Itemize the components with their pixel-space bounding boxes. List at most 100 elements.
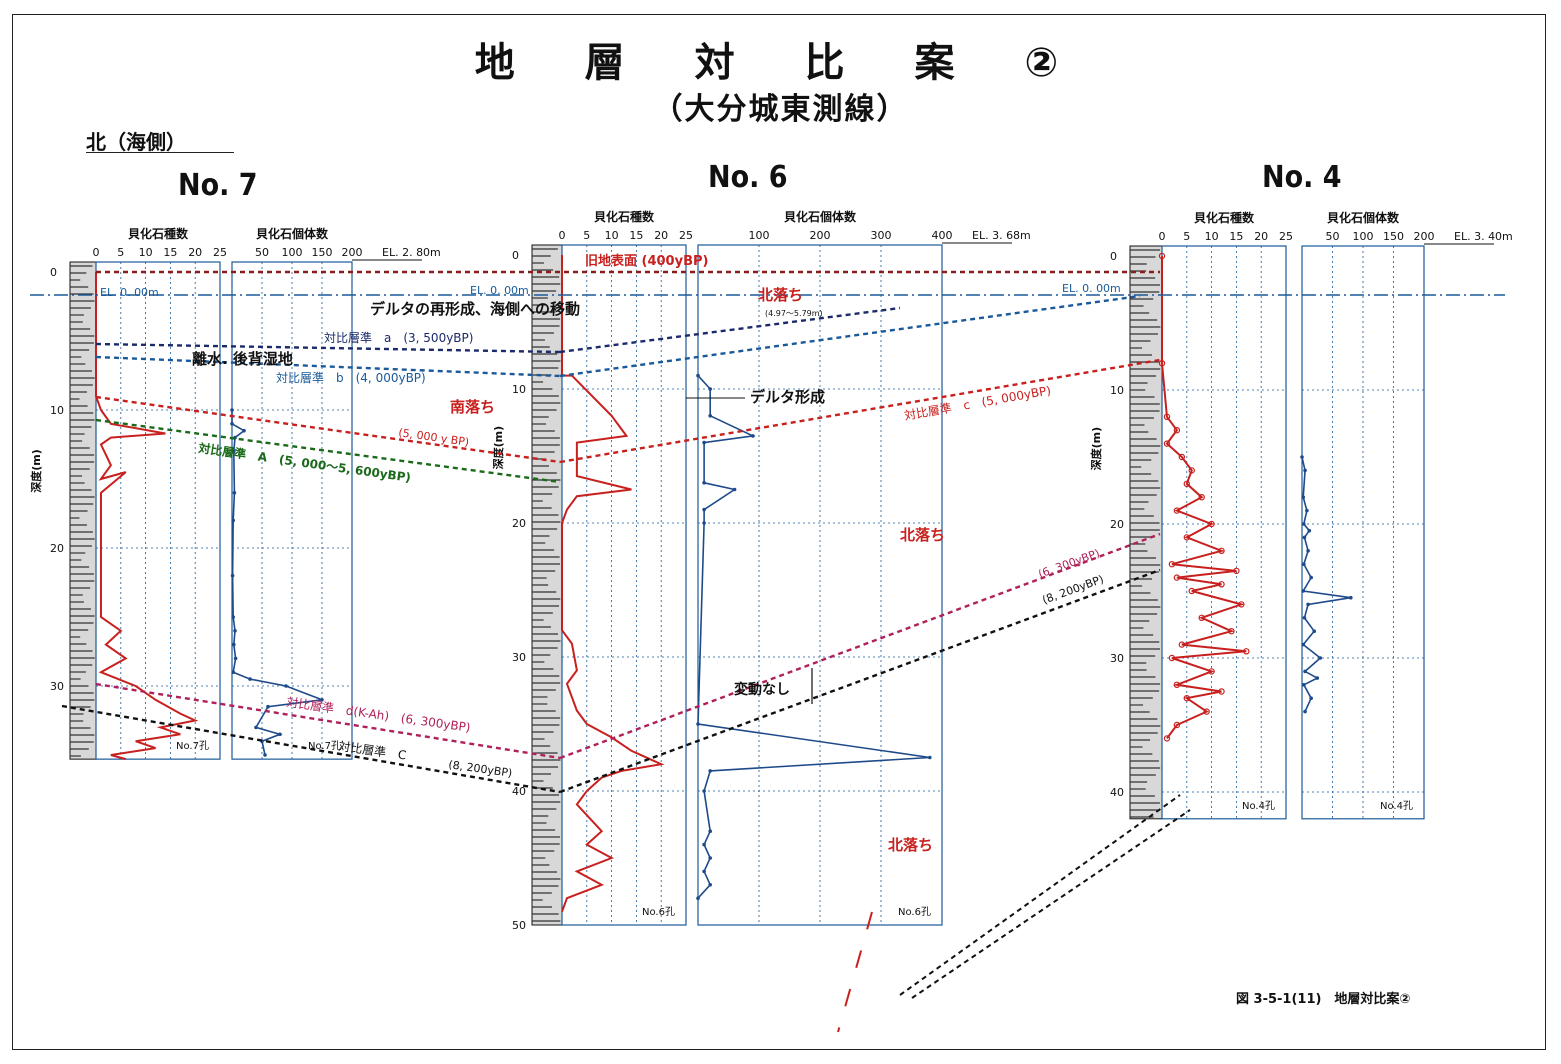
panel-tick-label: 25 [1279,230,1293,243]
count-point [284,684,288,688]
species-point [1173,681,1181,689]
el0-label-mid: EL. 0. 00m [470,284,529,297]
hole-title-no7: No. 7 [178,168,258,203]
count-point [1306,549,1310,553]
species-header: 貝化石種数 [594,209,655,224]
panel-tick-label: 10 [139,246,153,259]
count-point [702,481,706,485]
panel-tick-label: 200 [1414,230,1435,243]
fault-line [899,794,1181,996]
panel-tick-label: 5 [583,229,590,242]
species-panel [561,244,687,926]
count-point [263,753,267,757]
hole-title-no4: No. 4 [1262,160,1342,195]
species-series-line [95,272,199,761]
panel-tick-label: 20 [188,246,202,259]
panel-tick-label: 0 [1159,230,1166,243]
page-subtitle: （大分城東測線） [652,92,909,127]
count-point [696,373,700,378]
horizon-c-line [559,358,1161,464]
count-point [1301,642,1306,647]
species-point [1158,360,1166,367]
count-header: 貝化石個体数 [1327,210,1400,225]
depth-tick-label: 30 [1110,652,1124,665]
horizon-c-label: 対比層準 c (5, 000yBP) [903,382,1052,423]
count-point [708,829,712,833]
count-point [702,521,706,525]
species-point [1173,721,1181,729]
horizon-C-age-label: (8, 200yBP) [448,758,513,780]
count-point [1315,676,1320,680]
species-point [1178,453,1186,461]
species-point [1173,427,1181,434]
panel-tick-label: 25 [679,229,693,242]
species-header: 貝化石種数 [128,226,189,241]
count-point [230,573,235,578]
species-series-line [561,255,665,912]
old-surface-label: 旧地表面 (400yBP) [585,253,708,269]
figure-caption: 図 3-5-1(11) 地層対比案② [1236,992,1411,1007]
isolation-label: 離水. 後背湿地 [192,350,293,368]
north-drop-label-2: 北落ち [900,526,945,544]
elevation-label: EL. 3. 68m [972,229,1031,242]
elevation-label: EL. 3. 40m [1454,230,1513,243]
hole-label: No.4孔 [1242,800,1275,812]
panel-tick-label: 5 [1183,230,1190,243]
count-point [702,842,706,847]
horizon-6300-line [559,532,1161,760]
panel-tick-label: 15 [1229,230,1243,243]
species-point [1178,641,1186,648]
count-point [1302,683,1306,687]
horizon-a-line [95,342,561,354]
count-point [231,518,235,523]
species-series-line [1161,256,1247,739]
el0-label-left: EL. 0. 00m [100,286,159,299]
panel-tick-label: 400 [932,229,953,242]
north-drop-sub-label: (4.97～5.79m) [765,309,823,318]
horizon-a-label: 対比層準 a (3, 500yBP) [324,330,473,345]
count-point [231,615,235,619]
hole-label: No.6孔 [898,906,931,918]
horizon-5000-label: (5, 000 y BP) [398,426,470,449]
label-8200-right: (8, 200yBP) [1041,573,1106,607]
count-point [1303,468,1307,473]
horizon-b-label: 対比層準 b (4, 000yBP) [276,370,426,385]
count-header: 貝化石個体数 [256,226,329,241]
count-point [1301,495,1306,500]
direction-label: 北（海側） [86,130,186,154]
count-point [231,670,235,674]
north-drop-label-1: 北落ち [758,286,803,304]
depth-axis-label: 深度(m) [29,449,43,493]
depth-axis-label: 深度(m) [491,426,505,470]
count-series-line [1301,456,1351,712]
count-point [1309,575,1313,580]
depth-tick-label: 0 [1110,250,1117,263]
species-point [1218,547,1225,555]
count-point [1303,709,1307,714]
species-point [1158,252,1166,260]
species-point [1163,440,1171,447]
count-point [248,677,252,681]
count-point [1318,656,1323,660]
depth-tick-label: 50 [512,919,526,932]
species-header: 貝化石種数 [1194,210,1255,225]
species-point [1233,567,1240,575]
depth-tick-label: 0 [50,266,57,279]
horizon-b-line-2 [559,294,1141,378]
count-point [702,440,706,445]
species-panel [95,261,221,760]
depth-tick-label: 40 [1110,786,1124,799]
species-point [1243,648,1250,655]
count-point [702,869,706,874]
count-point [242,428,246,433]
count-point [266,704,270,709]
count-point [732,487,737,492]
species-point [1168,561,1176,568]
count-point [708,387,712,391]
count-point [708,414,712,418]
horizon-A-line [95,418,561,484]
horizon-5000-line [95,395,561,464]
count-point [1312,629,1316,633]
count-point [702,789,706,793]
